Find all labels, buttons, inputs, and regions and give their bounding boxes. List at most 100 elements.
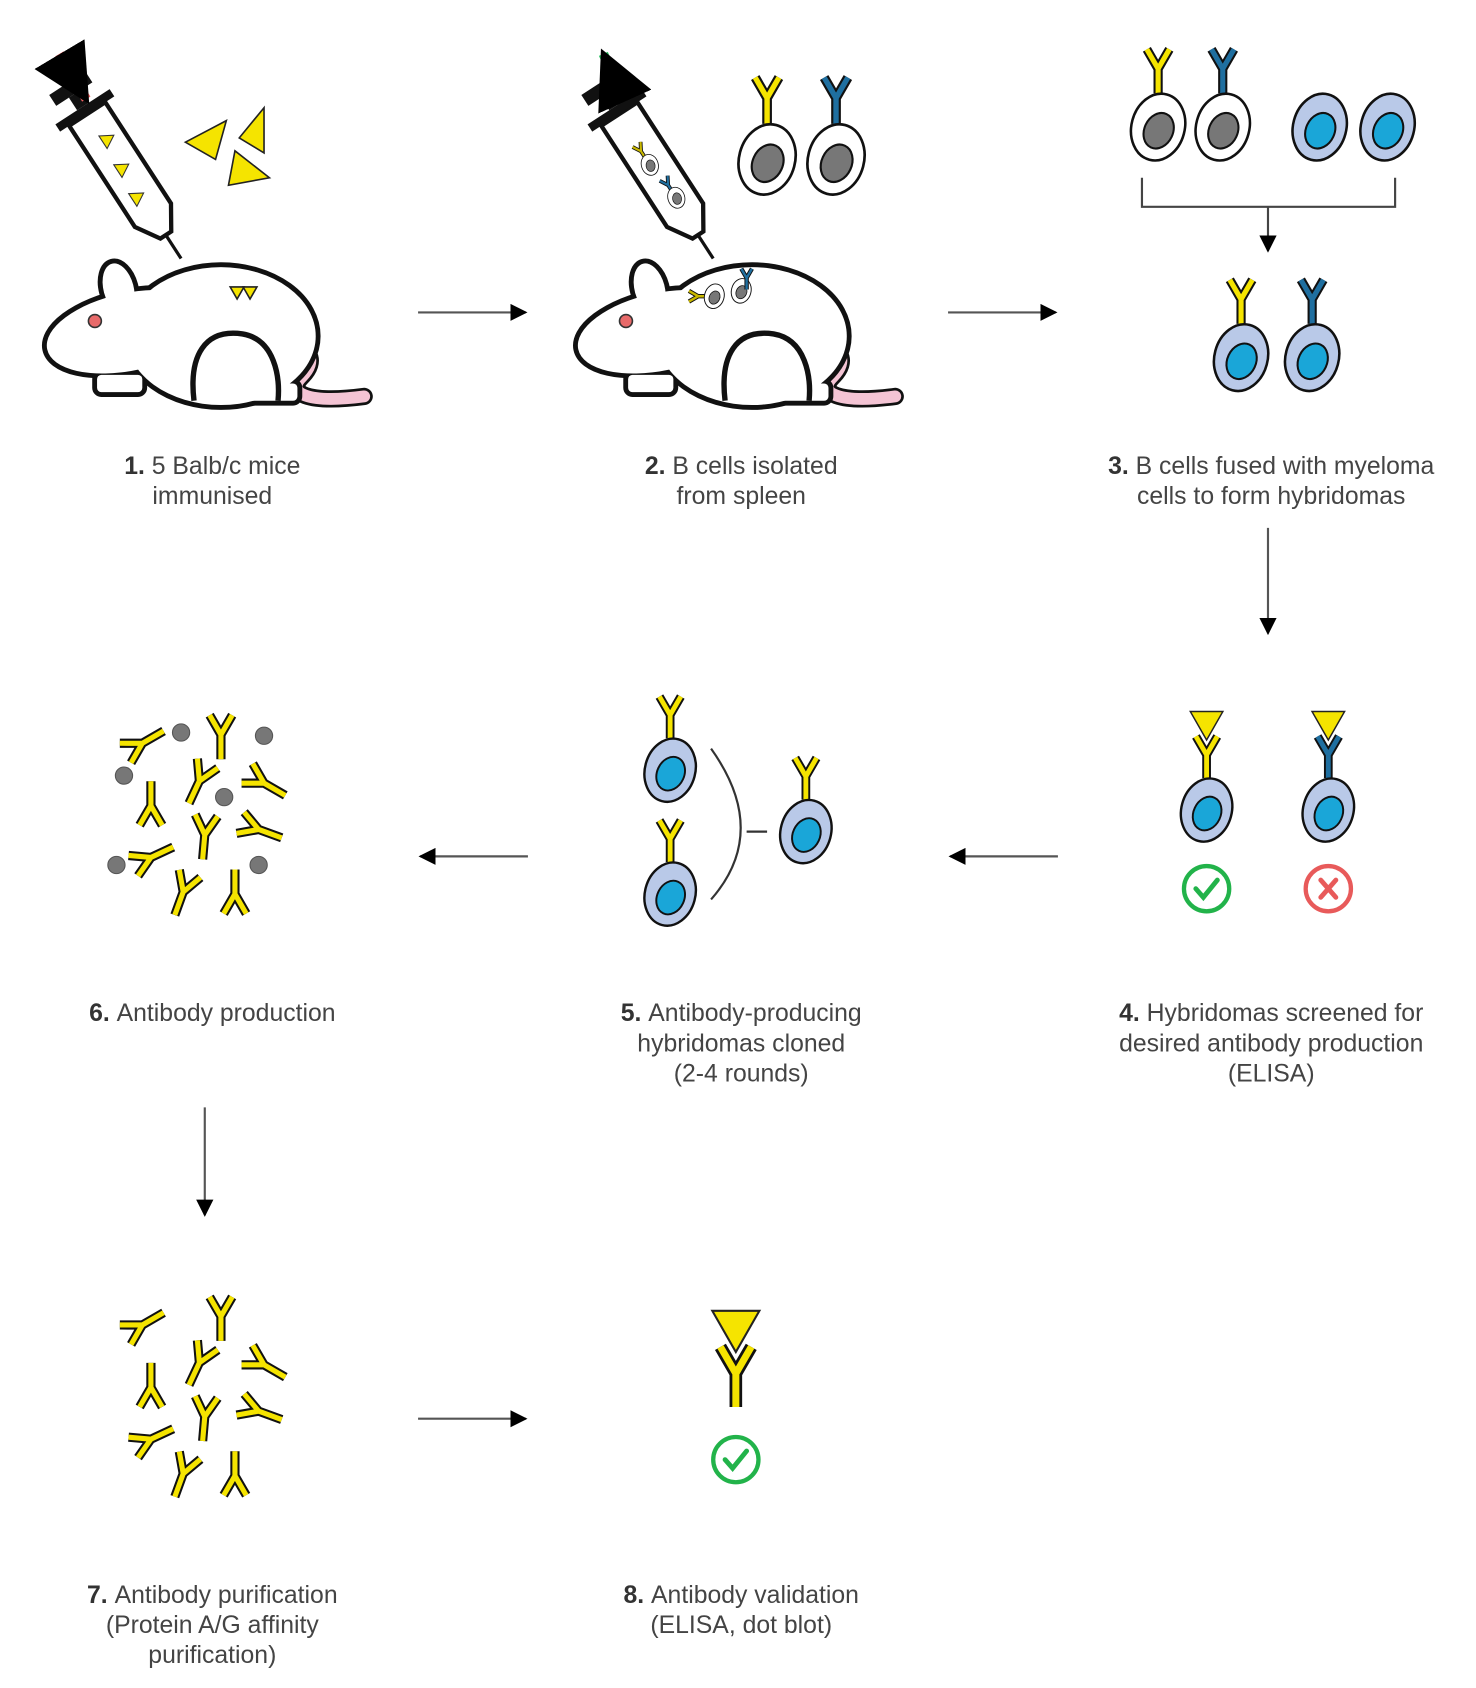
- antigen-triangle-icon: [228, 286, 246, 301]
- step-text: (ELISA): [1228, 1061, 1315, 1088]
- antibody-icon: [751, 75, 784, 124]
- antibody-icon: [1310, 710, 1346, 779]
- antibody-body: [241, 1344, 287, 1380]
- step-label-5: 5. Antibody-producing hybridomas cloned …: [621, 1000, 862, 1087]
- svg-text:6. Antibody production: 6. Antibody production: [89, 1000, 335, 1027]
- antibody-body: [236, 810, 283, 841]
- antibody-body: [186, 758, 220, 805]
- step-number: 3.: [1108, 453, 1129, 480]
- antibody-icon: [1142, 47, 1174, 94]
- antigen-triangle-icon: [183, 119, 228, 161]
- hybridoma-icon: [1179, 710, 1234, 843]
- cell-nucleus: [645, 159, 656, 172]
- clone-bracket: [710, 748, 742, 901]
- antigen-triangle-icon: [227, 149, 272, 187]
- antibody-icon: [170, 869, 204, 917]
- antigen-triangle-icon: [112, 163, 130, 179]
- step-label-8: 8. Antibody validation (ELISA, dot blot): [624, 1582, 859, 1639]
- cell-nucleus: [791, 817, 822, 853]
- mouse-body: [102, 263, 135, 314]
- mouse-body: [46, 290, 212, 374]
- antibody-body: [657, 819, 683, 863]
- debris-particle-icon: [171, 723, 191, 742]
- antibody-icon: [1189, 710, 1225, 779]
- antibody-icon: [219, 1451, 251, 1498]
- mouse-icon: [41, 258, 373, 410]
- debris-particle-icon: [254, 726, 274, 745]
- check-circle-icon: [1181, 863, 1232, 914]
- antigen-triangle-icon: [241, 286, 259, 301]
- step-text: immunised: [152, 483, 272, 510]
- cell-nucleus: [1304, 111, 1337, 150]
- step-text: Antibody production: [117, 1000, 336, 1027]
- step-text: desired antibody production: [1119, 1030, 1423, 1057]
- b-cell-icon: [667, 186, 686, 209]
- step-text: Antibody purification: [115, 1582, 338, 1609]
- antibody-icon: [241, 761, 288, 800]
- antibody-icon: [205, 1294, 237, 1341]
- extract-arrow: [598, 48, 652, 114]
- hind-leg-line: [721, 330, 813, 402]
- antibody-icon: [191, 812, 222, 860]
- antibody-body: [137, 1362, 165, 1409]
- antibody-icon: [739, 267, 754, 290]
- hybridoma-icon: [1283, 277, 1341, 393]
- step-text: purification): [148, 1642, 276, 1669]
- antibody-body: [1227, 278, 1255, 324]
- cell-nucleus: [1207, 111, 1240, 150]
- step-text: B cells fused with myeloma: [1136, 453, 1435, 480]
- step-number: 5.: [621, 1000, 642, 1027]
- mouse-body: [577, 290, 744, 374]
- flange: [55, 89, 115, 132]
- cell-nucleus: [1296, 342, 1329, 381]
- x-circle-icon: [1303, 863, 1354, 914]
- antibody-icon: [119, 1308, 166, 1347]
- b-cell-icon: [1129, 47, 1187, 162]
- myeloma-cell-icon: [1291, 92, 1349, 162]
- b-cell-icon: [703, 283, 725, 309]
- antibody-icon: [1296, 277, 1328, 324]
- b-cell-icon: [737, 75, 798, 196]
- antibody-icon: [184, 1339, 221, 1387]
- antibody-body: [172, 1451, 203, 1498]
- hybridoma-icon: [1212, 277, 1270, 393]
- svg-text:3. B cells fused with myeloma: 3. B cells fused with myeloma: [1108, 453, 1434, 480]
- antibody-icon: [791, 755, 821, 800]
- antibody-body: [207, 713, 235, 760]
- step-text: Antibody-producing: [648, 1000, 861, 1027]
- inject-arrow: [34, 39, 91, 105]
- myeloma-cell-icon: [1359, 92, 1416, 162]
- b-cell-icon: [1194, 47, 1252, 162]
- antibody-body: [1315, 735, 1342, 779]
- antibody-icon: [128, 842, 176, 879]
- check-mark: [1193, 877, 1220, 902]
- antibody-body: [752, 76, 782, 124]
- antibody-icon: [819, 75, 853, 124]
- syringe-icon: [581, 71, 715, 260]
- syringe-icon: [49, 71, 183, 260]
- cell-nucleus: [1142, 111, 1175, 150]
- antibody-body: [128, 844, 175, 878]
- step-text: cells to form hybridomas: [1137, 483, 1405, 510]
- step-number: 7.: [87, 1582, 108, 1609]
- antibody-icon: [235, 809, 284, 843]
- step-label-4: 4. Hybridomas screened for desired antib…: [1119, 1000, 1423, 1087]
- step-number: 8.: [624, 1582, 645, 1609]
- check-mark: [722, 1448, 750, 1473]
- step-number: 1.: [124, 453, 145, 480]
- antibody-body: [221, 869, 249, 915]
- cell-nucleus: [819, 143, 854, 184]
- svg-text:4. Hybridomas screened for: 4. Hybridomas screened for: [1119, 1000, 1423, 1027]
- antibody-icon: [219, 869, 251, 916]
- status-circle: [1181, 863, 1232, 914]
- step-label-2: 2. B cells isolated from spleen: [645, 453, 838, 510]
- barrel: [66, 99, 174, 242]
- debris-particle-icon: [215, 787, 234, 807]
- step-text: (ELISA, dot blot): [650, 1612, 832, 1639]
- cell-nucleus: [655, 755, 686, 792]
- antibody-body: [740, 268, 753, 290]
- antibody-body: [192, 1395, 220, 1442]
- mouse-icon: [573, 258, 904, 410]
